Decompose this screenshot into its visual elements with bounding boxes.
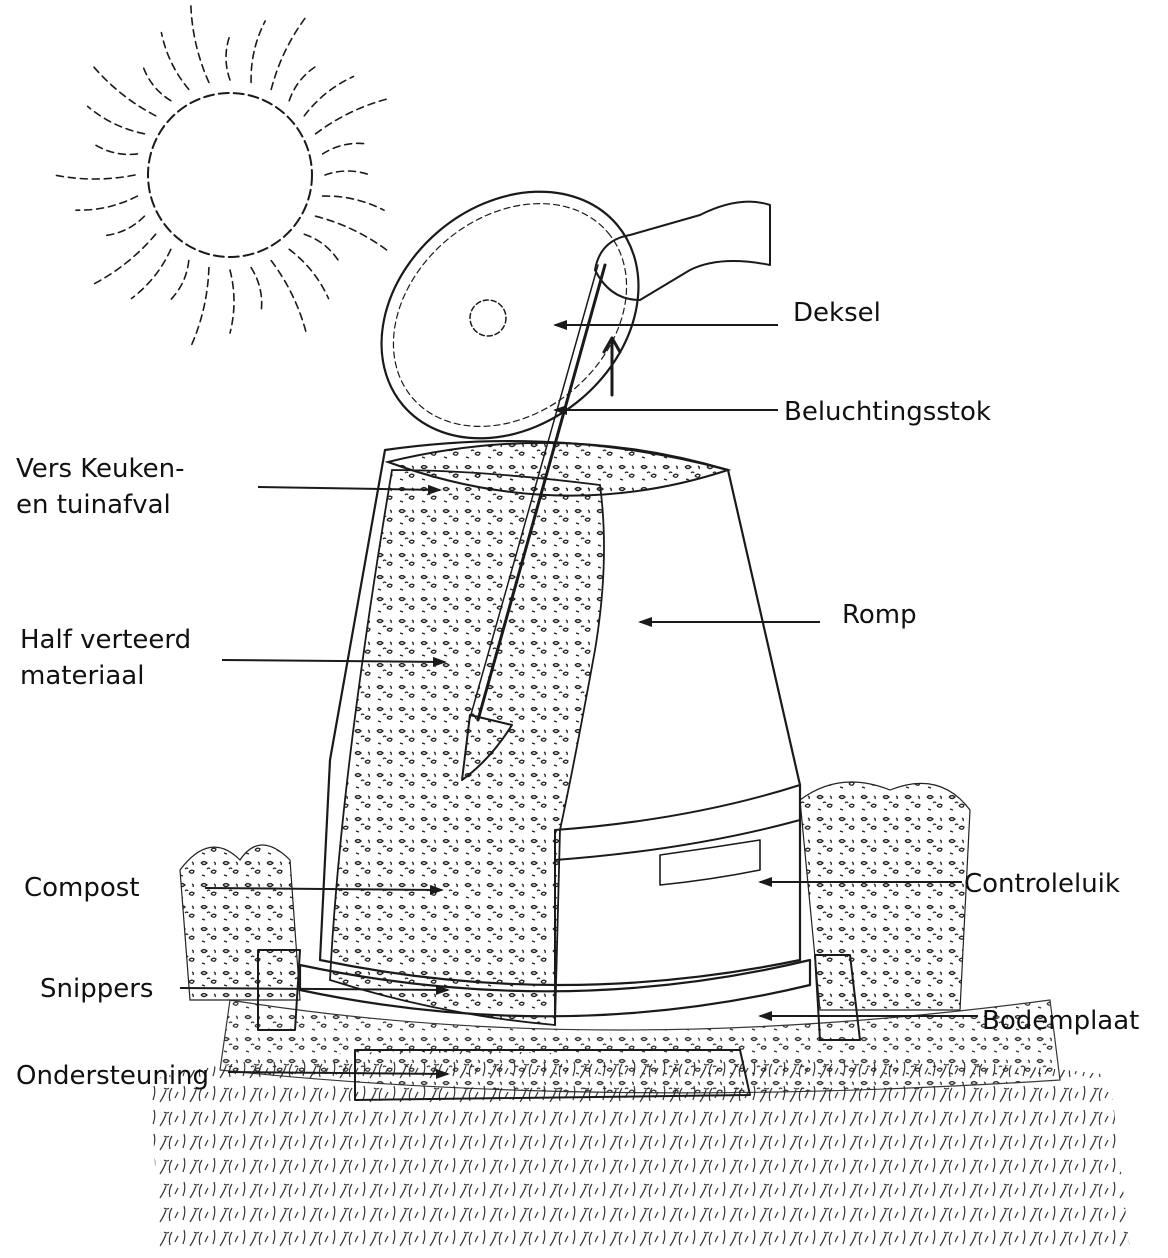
sun-ray bbox=[161, 33, 188, 90]
sun-ray bbox=[316, 99, 389, 134]
label-beluchtingsstok: Beluchtingsstok bbox=[784, 394, 991, 430]
sun-ray bbox=[323, 196, 384, 210]
sun-ray bbox=[169, 261, 189, 302]
label-controleluik: Controleluik bbox=[964, 866, 1120, 902]
sun-ray bbox=[271, 261, 306, 334]
sun-ray bbox=[191, 268, 209, 347]
label-bodemplaat: Bodemplaat bbox=[982, 1003, 1139, 1039]
sun-ray bbox=[88, 106, 145, 133]
label-snippers: Snippers bbox=[40, 971, 153, 1007]
sun-ray bbox=[251, 268, 262, 312]
label-ondersteuning: Ondersteuning bbox=[16, 1058, 209, 1094]
sun-ray bbox=[289, 66, 317, 101]
sun-ray bbox=[104, 216, 144, 236]
label-romp: Romp bbox=[842, 597, 917, 633]
sun-ray bbox=[304, 77, 353, 116]
label-half-line2: materiaal bbox=[20, 658, 144, 694]
label-half-line1: Half verteerd bbox=[20, 622, 191, 658]
sun-ray bbox=[251, 21, 265, 82]
label-deksel: Deksel bbox=[793, 295, 881, 331]
sun-ray bbox=[92, 234, 155, 285]
sun-ray bbox=[191, 3, 209, 82]
sun-drawing bbox=[54, 3, 389, 346]
sun-ray bbox=[226, 35, 230, 80]
sun-ray bbox=[143, 66, 171, 101]
sun-ray bbox=[54, 175, 135, 179]
sun-ray bbox=[94, 144, 138, 155]
sun-ray bbox=[76, 196, 137, 210]
label-compost: Compost bbox=[24, 870, 140, 906]
label-vers-line1: Vers Keuken- bbox=[16, 451, 184, 487]
sun-ray bbox=[304, 234, 339, 262]
sun-ray bbox=[325, 171, 370, 175]
sun-ray bbox=[289, 249, 328, 298]
lid-drawing bbox=[332, 141, 688, 490]
sun-ray bbox=[132, 249, 171, 298]
sun-ray bbox=[323, 143, 367, 154]
sun-ray bbox=[230, 270, 234, 333]
bin-body-drawing bbox=[320, 440, 800, 1025]
label-vers-line2: en tuinafval bbox=[16, 487, 171, 523]
